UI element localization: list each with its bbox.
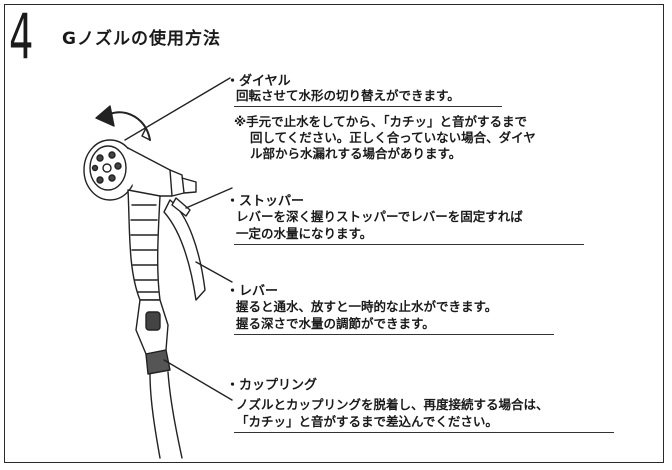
lever <box>163 199 206 301</box>
dial-note-line-3: ル部から水漏れする場合があります。 <box>250 146 462 161</box>
dial-note-line-2: 回してください。正しく合っていない場合、ダイヤ <box>250 130 536 145</box>
dial-note-line-1: ※手元で止水をしてから、「カチッ」と音がするまで <box>234 114 528 129</box>
coupling-text-line-2: 「カチッ」と音がするまで差込んでください。 <box>236 414 498 429</box>
step-number: 4 <box>9 0 33 73</box>
stopper-text-line-2: 一定の水量になります。 <box>236 226 373 241</box>
coupling-text-line-1: ノズルとカップリングを脱着し、再度接続する場合は、 <box>236 397 549 412</box>
hose <box>149 371 183 459</box>
dial-heading: ・ダイヤル <box>226 74 291 89</box>
dial-text: 回転させて水形の切り替えができます。 <box>236 88 460 103</box>
rotation-arrow <box>109 111 151 141</box>
lever-text-line-1: 握ると通水、放すと一時的な止水ができます。 <box>236 299 498 314</box>
stopper-text-line-1: レバーを深く握りストッパーでレバーを固定すれば <box>236 209 523 224</box>
divider <box>234 432 614 433</box>
divider <box>234 106 502 107</box>
divider <box>234 334 554 335</box>
page-title: Gノズルの使用方法 <box>62 29 221 49</box>
lever-heading: ・レバー <box>226 284 279 299</box>
handle-grip <box>127 189 161 301</box>
divider <box>234 244 584 245</box>
instruction-panel <box>4 4 664 463</box>
stopper-heading: ・ストッパー <box>226 194 305 209</box>
stopper <box>171 197 191 217</box>
coupling-heading: ・カップリング <box>226 378 318 393</box>
lever-text-line-2: 握る深さで水量の調節ができます。 <box>236 316 435 331</box>
